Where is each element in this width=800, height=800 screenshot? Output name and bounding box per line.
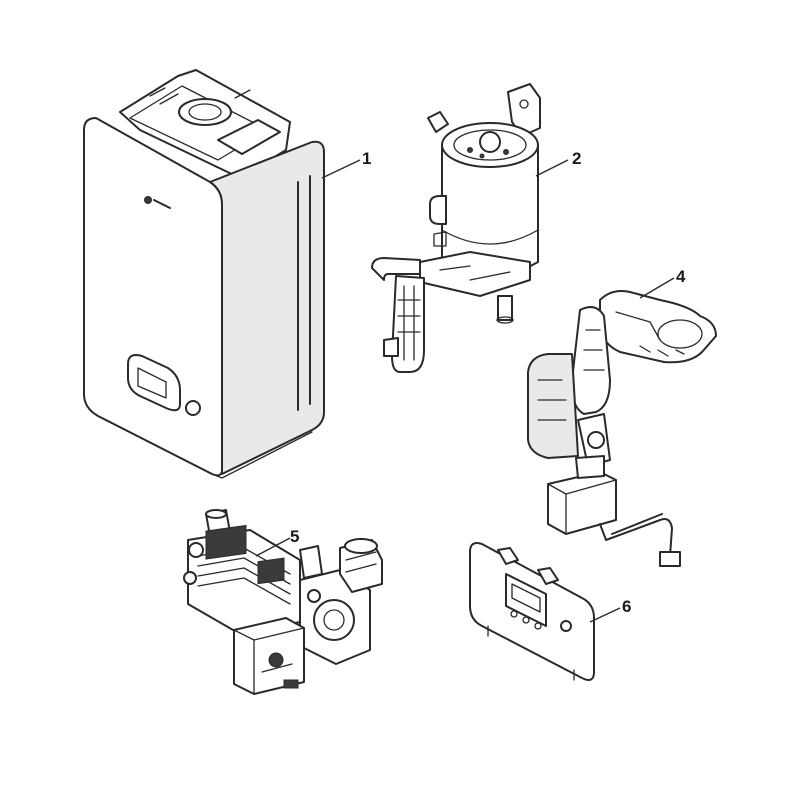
callout-label-4: 4 bbox=[676, 267, 686, 286]
part-6-control-panel bbox=[469, 542, 595, 681]
callout-label-1: 1 bbox=[362, 149, 371, 168]
leader-line-1 bbox=[321, 159, 361, 179]
leader-line-4 bbox=[639, 277, 675, 299]
leader-line-6 bbox=[589, 607, 621, 623]
part-4-fan-assembly bbox=[527, 290, 717, 567]
part-2-heat-exchanger bbox=[371, 83, 541, 373]
part-1-boiler-casing bbox=[83, 69, 325, 479]
leader-line-2 bbox=[535, 159, 569, 177]
leader-line-5 bbox=[255, 537, 291, 557]
callout-label-6: 6 bbox=[622, 597, 631, 616]
callout-label-5: 5 bbox=[290, 527, 299, 546]
callout-label-2: 2 bbox=[572, 149, 581, 168]
part-5-hydraulic-block bbox=[183, 509, 383, 695]
